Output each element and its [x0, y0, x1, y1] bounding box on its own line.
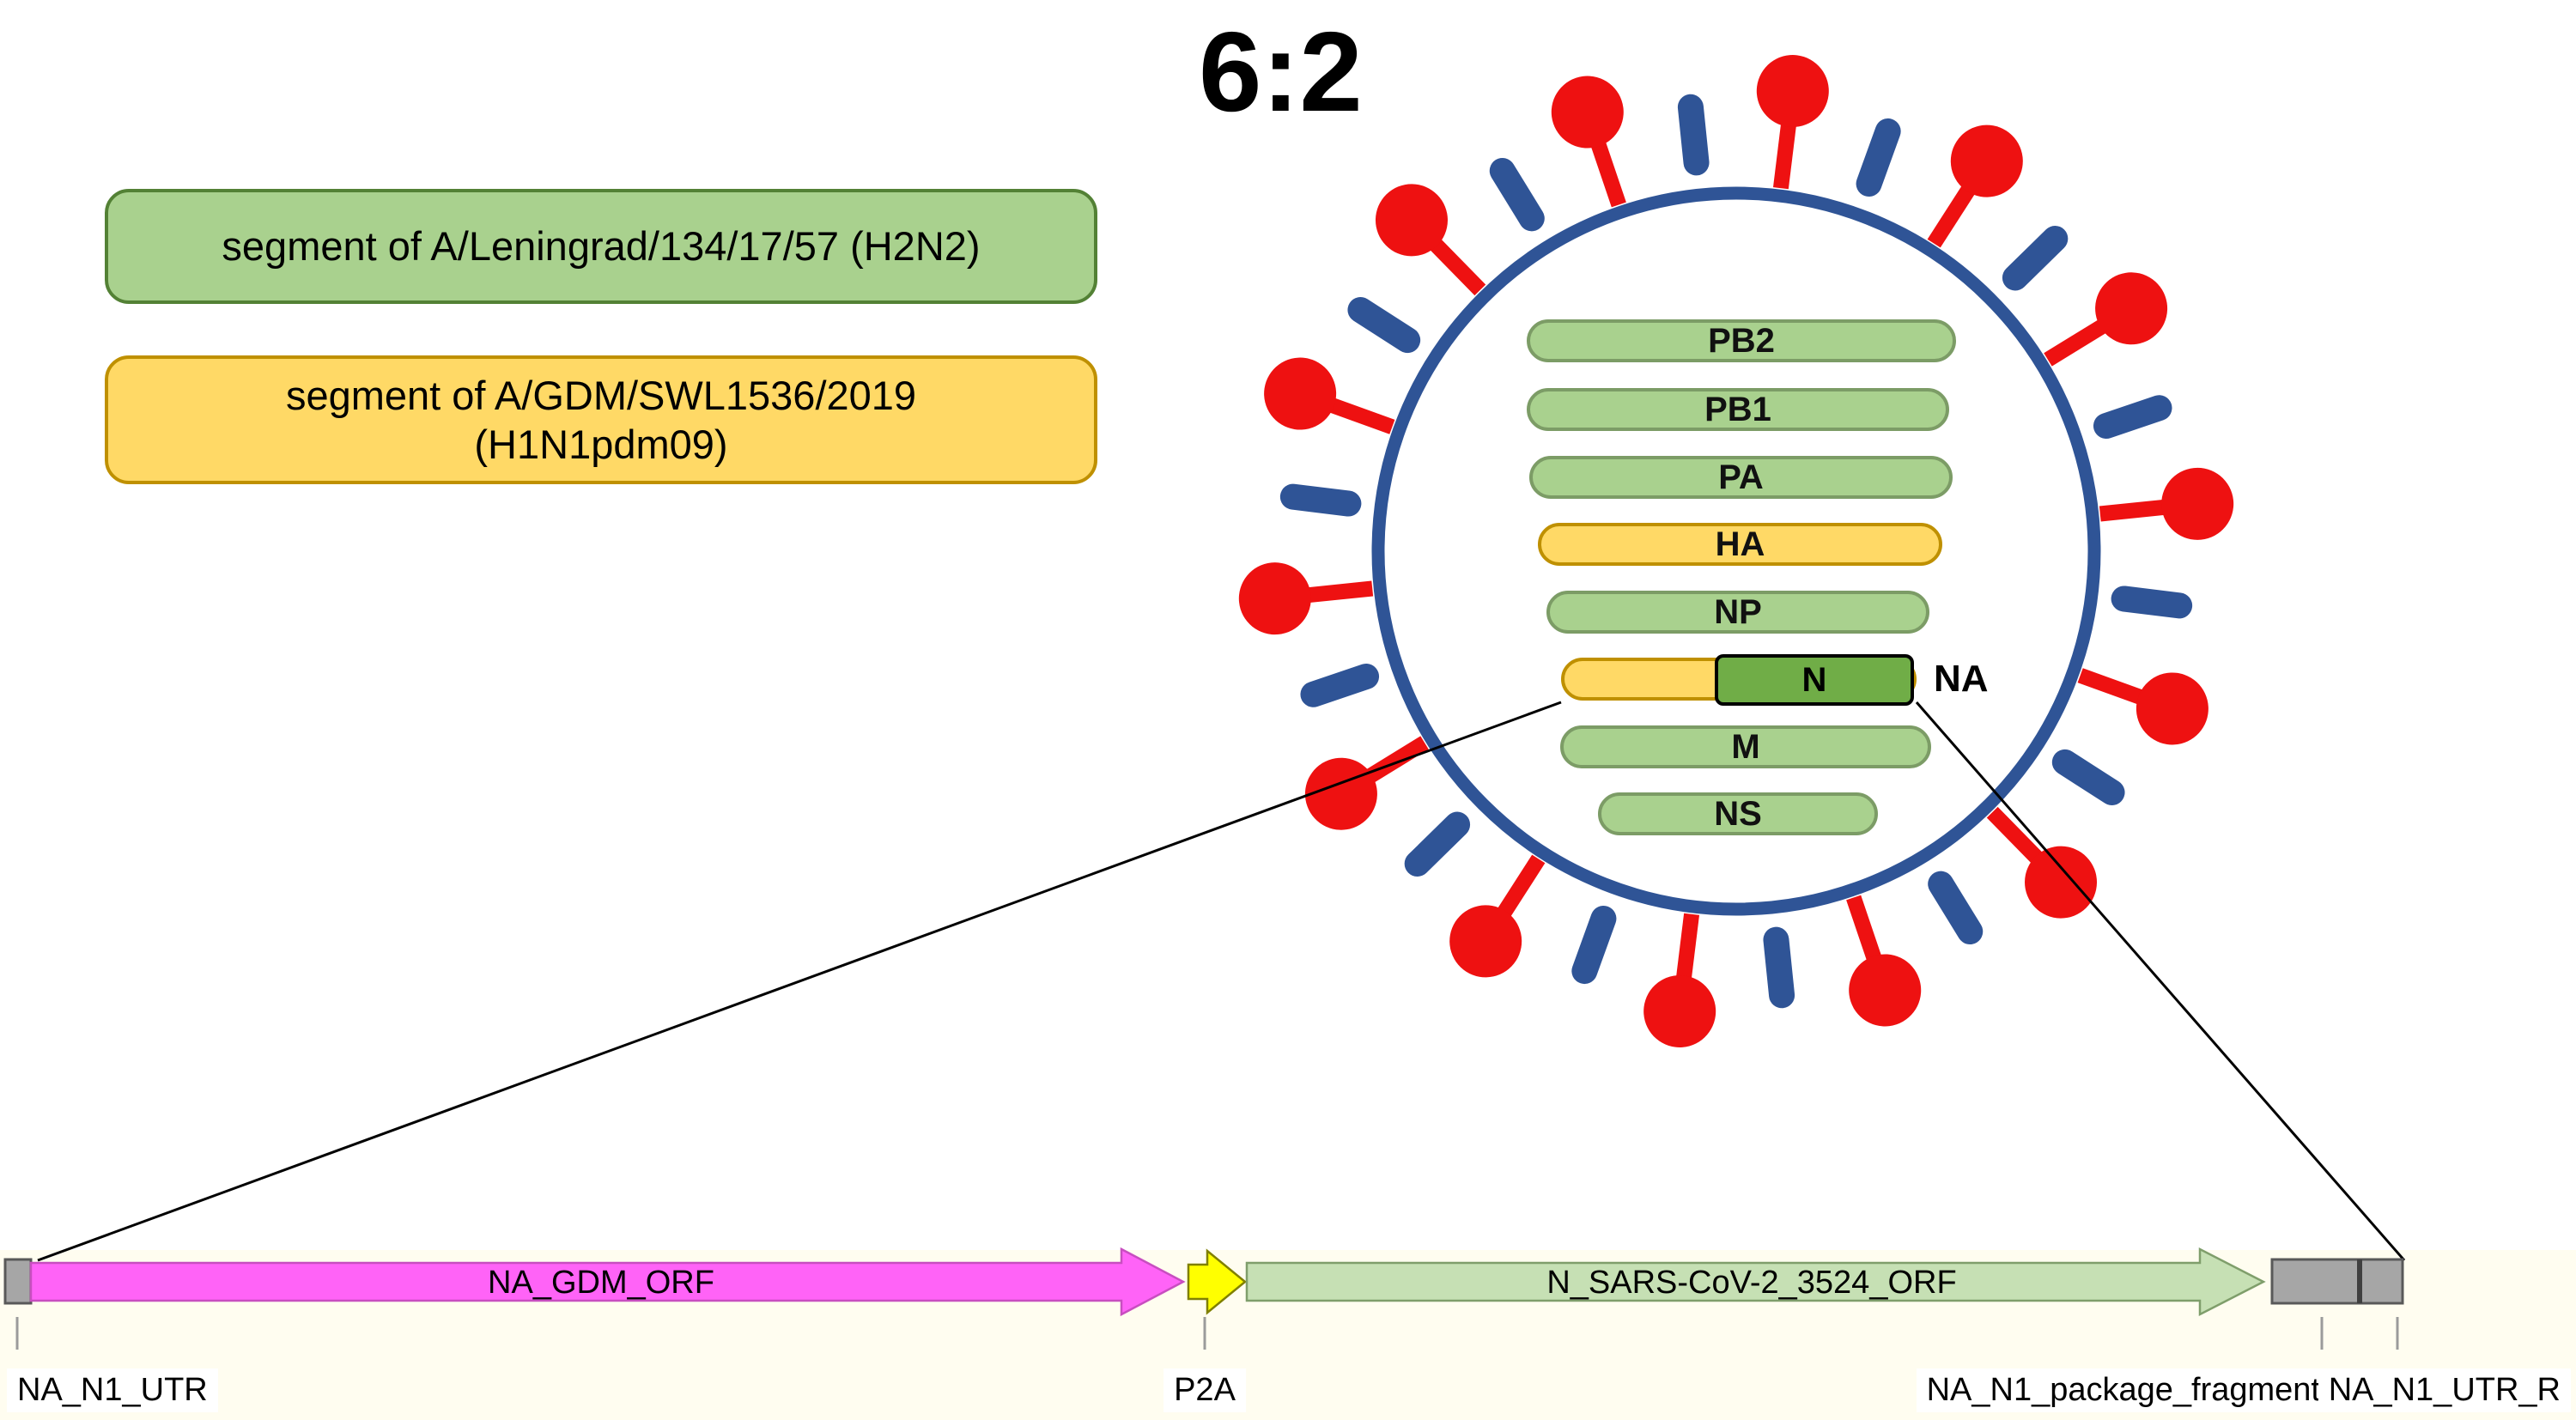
- blue-spike-icon: [2093, 395, 2172, 440]
- segment-pb1: PB1: [1527, 388, 1949, 431]
- segment-na-label: NA: [1934, 658, 1989, 700]
- left-utr-block: [3, 1258, 33, 1305]
- segment-m: M: [1560, 725, 1931, 768]
- blue-spike-icon: [1928, 871, 1984, 945]
- blue-spike-icon: [2002, 225, 2069, 291]
- red-spike-icon: [1927, 124, 2023, 248]
- legend-h1n1-label-line1: segment of A/GDM/SWL1536/2019: [285, 372, 917, 418]
- connector-line-left: [37, 701, 1562, 1262]
- blue-spike-icon: [1404, 811, 1471, 877]
- n-sars-cov2-orf-label: N_SARS-CoV-2_3524_ORF: [1546, 1265, 1956, 1301]
- label-na-n1-utr: NA_N1_UTR: [7, 1368, 218, 1412]
- segment-na: N: [1561, 654, 1917, 706]
- red-spike-icon: [2077, 668, 2208, 745]
- blue-spike-icon: [1347, 296, 1421, 354]
- virus-spike-layer: [1238, 55, 2234, 1047]
- figure-title: 6:2: [1199, 9, 1363, 135]
- segment-ns: NS: [1598, 792, 1878, 835]
- right-utr-block: [2270, 1258, 2404, 1305]
- blue-spike-icon: [1677, 94, 1710, 176]
- segment-ha: HA: [1538, 523, 1942, 566]
- label-na-n1-package-fragment: NA_N1_package_fragment: [1916, 1368, 2330, 1412]
- na-gdm-orf-arrow: [29, 1247, 1186, 1317]
- segment-pa: PA: [1529, 456, 1953, 499]
- legend-h2n2-label: segment of A/Leningrad/134/17/57 (H2N2): [222, 223, 981, 270]
- blue-spike-icon: [1300, 663, 1380, 707]
- blue-spike-icon: [1763, 926, 1795, 1009]
- red-spike-icon: [1551, 76, 1626, 208]
- red-spike-icon: [2044, 272, 2168, 367]
- connector-line-right: [1915, 701, 2406, 1261]
- p2a-linker-arrow: [1187, 1248, 1247, 1315]
- label-p2a: P2A: [1163, 1368, 1246, 1412]
- red-spike-icon: [1643, 913, 1716, 1047]
- legend-h2n2-box: segment of A/Leningrad/134/17/57 (H2N2): [105, 189, 1097, 304]
- segment-np: NP: [1546, 591, 1929, 634]
- blue-spike-icon: [1856, 118, 1901, 197]
- red-spike-icon: [1449, 854, 1546, 978]
- na-gdm-orf-label: NA_GDM_ORF: [488, 1265, 714, 1301]
- blue-spike-icon: [1489, 157, 1545, 232]
- red-spike-icon: [1375, 184, 1486, 296]
- red-spike-icon: [1986, 806, 2098, 919]
- blue-spike-icon: [1571, 905, 1617, 985]
- blue-spike-icon: [2111, 586, 2193, 619]
- legend-h1n1-label-line2: (H1N1pdm09): [474, 422, 728, 467]
- red-spike-icon: [1846, 895, 1922, 1027]
- blue-spike-icon: [1279, 483, 1362, 517]
- segment-na-n-insert: N: [1715, 654, 1914, 706]
- red-spike-icon: [1756, 55, 1829, 190]
- red-spike-icon: [1238, 562, 1374, 635]
- blue-spike-icon: [2051, 749, 2125, 806]
- red-spike-icon: [1264, 357, 1395, 434]
- n-sars-cov2-orf-arrow: [1245, 1247, 2266, 1317]
- label-na-n1-utr-r: NA_N1_UTR_R: [2318, 1368, 2571, 1412]
- legend-h1n1-box: segment of A/GDM/SWL1536/2019 (H1N1pdm09…: [105, 355, 1097, 484]
- red-spike-icon: [2099, 467, 2234, 540]
- segment-pb2: PB2: [1527, 319, 1956, 362]
